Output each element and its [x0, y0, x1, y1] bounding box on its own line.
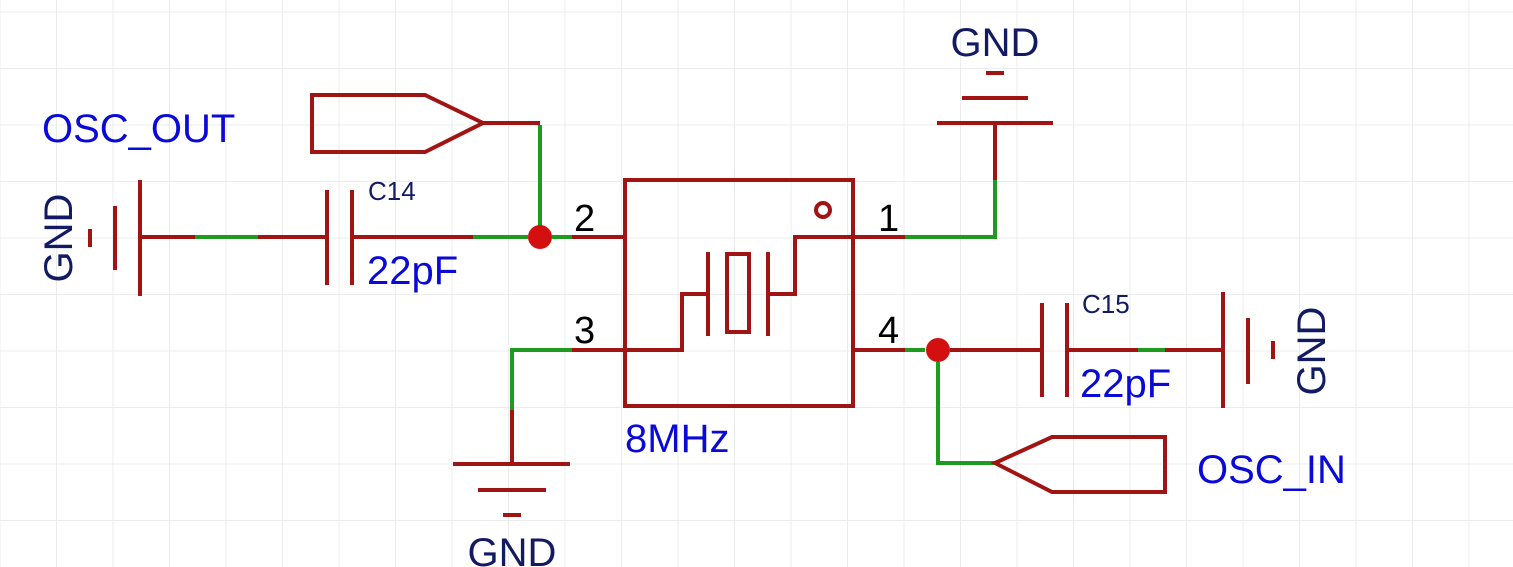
ground-label-left: GND [37, 194, 81, 283]
crystal-pin-3: 3 [574, 310, 595, 352]
wire-junction-to-osc-in[interactable] [936, 362, 995, 465]
ground-label-right: GND [1290, 307, 1334, 396]
ground-symbol-bottom[interactable] [453, 410, 570, 517]
junction-dot-osc-in[interactable] [926, 338, 950, 362]
c15-value: 22pF [1080, 362, 1171, 406]
ground-symbol-left[interactable] [88, 180, 195, 296]
crystal-pin-2: 2 [574, 198, 595, 240]
net-port-osc-in[interactable] [990, 435, 1167, 494]
net-label-osc-in: OSC_IN [1197, 448, 1346, 492]
wires [195, 125, 1165, 465]
crystal-8mhz[interactable] [572, 178, 905, 408]
capacitor-c15[interactable] [950, 303, 1138, 397]
ground-label-top: GND [951, 21, 1040, 65]
net-port-osc-out[interactable] [310, 93, 540, 154]
ground-symbol-right[interactable] [1165, 292, 1275, 408]
wire-pin1-to-gnd[interactable] [905, 180, 997, 239]
crystal-pin-1: 1 [878, 198, 899, 240]
junction-dot-osc-out[interactable] [528, 225, 552, 249]
ground-symbol-top[interactable] [937, 71, 1053, 180]
c14-value: 22pF [367, 249, 458, 293]
crystal-pin-4: 4 [878, 310, 899, 352]
c15-designator: C15 [1082, 289, 1130, 319]
net-label-osc-out: OSC_OUT [42, 107, 235, 151]
capacitor-c14[interactable] [258, 190, 473, 285]
c14-designator: C14 [368, 176, 416, 206]
pin1-marker-icon [814, 201, 832, 219]
ground-label-bottom: GND [468, 531, 557, 567]
crystal-value: 8MHz [625, 417, 729, 461]
wire-pin3-to-gnd[interactable] [510, 348, 572, 410]
